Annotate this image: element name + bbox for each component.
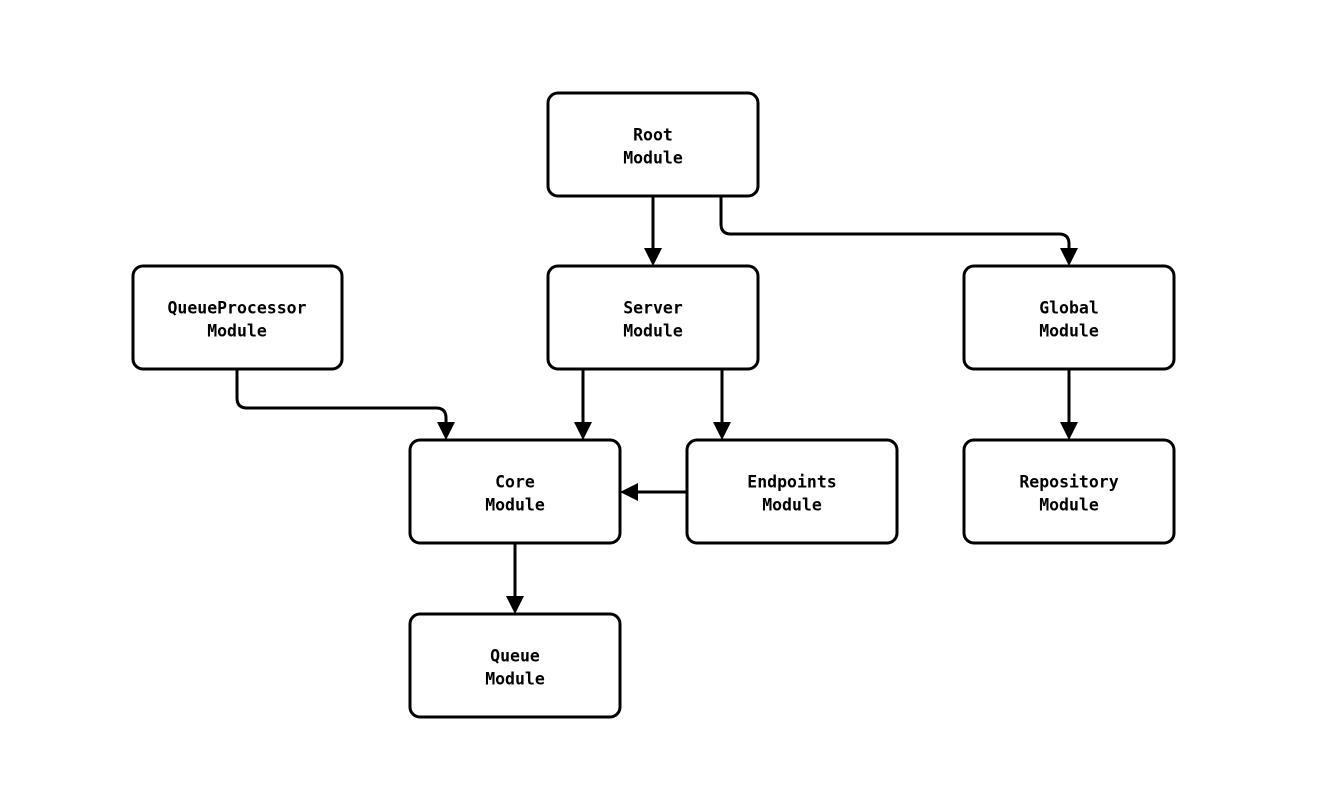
node-box[interactable] [131,264,344,371]
node-endpoints-module[interactable]: Endpoints Module [685,438,899,545]
node-box[interactable] [962,264,1176,371]
arrowhead-icon [1060,422,1078,440]
node-root-module[interactable]: Root Module [546,91,760,198]
edge-root-to-global [719,196,1078,266]
node-queueprocessor-module[interactable]: QueueProcessor Module [131,264,344,371]
node-core-module[interactable]: Core Module [408,438,622,545]
node-label-line1: Server [623,299,683,318]
node-label-line2: Module [1039,496,1099,515]
edge-endpoints-to-core [620,483,687,501]
edge-core-to-queue [506,543,524,614]
edge-line [719,196,1071,251]
edge-server-to-core [574,369,592,440]
node-label-line1: Endpoints [747,473,836,492]
node-label-line2: Module [485,496,545,515]
node-label-line2: Module [623,149,683,168]
arrowhead-icon [1060,248,1078,266]
arrowhead-icon [644,248,662,266]
node-box[interactable] [408,438,622,545]
arrowhead-icon [437,422,455,440]
arrowhead-icon [713,422,731,440]
node-box[interactable] [685,438,899,545]
node-label-line2: Module [623,322,683,341]
node-label-line1: Queue [490,647,540,666]
node-label-line1: Repository [1019,473,1118,492]
node-repository-module[interactable]: Repository Module [962,438,1176,545]
edge-root-to-server [644,196,662,266]
node-label-line2: Module [1039,322,1099,341]
node-label-line1: Global [1039,299,1099,318]
edge-server-to-endpoints [713,369,731,440]
node-layer: Root Module QueueProcessor Module Server… [131,91,1176,719]
node-label-line1: Core [495,473,535,492]
node-queue-module[interactable]: Queue Module [408,612,622,719]
node-box[interactable] [546,91,760,198]
arrowhead-icon [506,596,524,614]
node-box[interactable] [546,264,760,371]
arrowhead-icon [620,483,638,501]
node-label-line2: Module [762,496,822,515]
node-label-line2: Module [207,322,267,341]
node-global-module[interactable]: Global Module [962,264,1176,371]
node-label-line2: Module [485,670,545,689]
edge-queueprocessor-to-core [235,369,455,440]
node-box[interactable] [962,438,1176,545]
node-server-module[interactable]: Server Module [546,264,760,371]
node-label-line1: Root [633,126,673,145]
edge-layer [235,196,1078,614]
edge-global-to-repository [1060,369,1078,440]
node-label-line1: QueueProcessor [167,299,306,318]
edge-line [235,369,448,425]
arrowhead-icon [574,422,592,440]
node-box[interactable] [408,612,622,719]
